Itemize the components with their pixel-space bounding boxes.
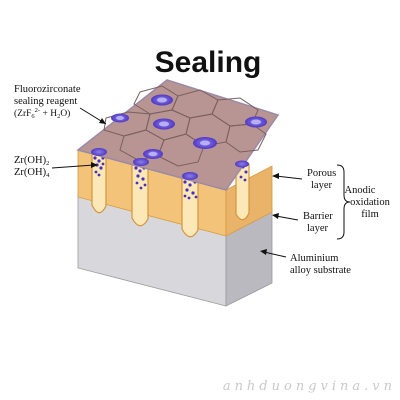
pore-1 [91, 151, 107, 214]
watermark: anhduongvina.vn [223, 379, 396, 394]
anodic-film-bracket [336, 164, 351, 240]
pores [91, 151, 250, 238]
svg-text:Anodic: Anodic [345, 185, 376, 196]
svg-text:Barrier: Barrier [303, 211, 333, 222]
anodic-film-label: Anodic oxidation film [345, 185, 391, 220]
barrier-layer-label: Barrier layer [272, 211, 333, 234]
svg-text:alloy substrate: alloy substrate [290, 265, 351, 276]
cell-clusters [91, 94, 267, 180]
diagram-title: Sealing [155, 46, 262, 79]
svg-text:layer: layer [311, 180, 332, 191]
svg-text:layer: layer [307, 223, 328, 234]
svg-text:oxidation: oxidation [350, 197, 390, 208]
pore-4 [235, 163, 250, 221]
substrate-label: Aluminium alloy substrate [260, 249, 351, 276]
svg-text:Aluminium: Aluminium [290, 253, 338, 264]
svg-text:Porous: Porous [307, 168, 336, 179]
svg-text:film: film [361, 209, 379, 220]
reagent-label: Fluorozirconate sealing reagent (ZrF62- … [14, 84, 107, 125]
seal-top-surface [76, 79, 280, 191]
porous-layer-label: Porous layer [272, 168, 336, 191]
svg-text:Fluorozirconate: Fluorozirconate [14, 84, 81, 95]
zr-hydroxide-label: Zr(OH)2 Zr(OH)4 [14, 155, 98, 179]
svg-text:Zr(OH)4: Zr(OH)4 [14, 167, 50, 179]
svg-text:(ZrF62- + H2O): (ZrF62- + H2O) [14, 107, 70, 120]
svg-text:Zr(OH)2: Zr(OH)2 [14, 155, 49, 167]
svg-text:sealing reagent: sealing reagent [14, 96, 77, 107]
